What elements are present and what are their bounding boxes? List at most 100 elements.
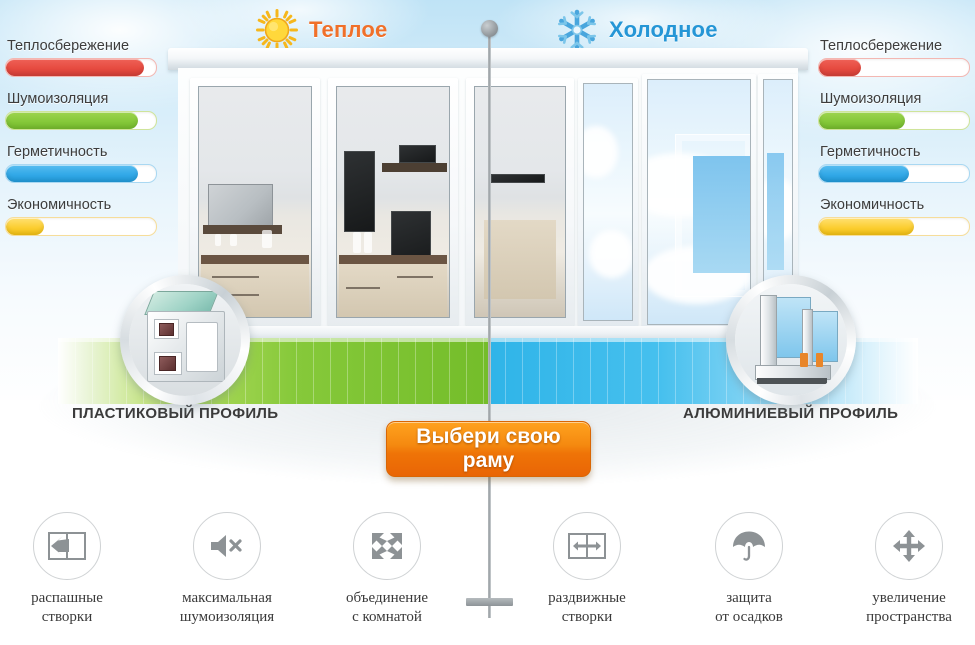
metric-bar-fill xyxy=(819,218,914,235)
steel-reinforcement xyxy=(158,322,175,337)
alu-glass-fixed xyxy=(583,83,633,321)
pvc-cross-section xyxy=(129,284,241,396)
four-way-arrows-icon xyxy=(875,512,943,580)
jar xyxy=(230,234,238,246)
header-cold-label: Холодное xyxy=(609,17,718,42)
pvc-profile-badge[interactable] xyxy=(120,275,250,405)
metric-bar-fill xyxy=(819,112,905,129)
header-warm-label: Теплое xyxy=(309,17,388,42)
metric-shumoizolyaciya: Шумоизоляция xyxy=(5,91,157,130)
casement-sash-icon xyxy=(33,512,101,580)
built-in-oven xyxy=(343,151,375,232)
metric-ekonomichnost: Экономичность xyxy=(818,197,970,236)
parapet-top-edge xyxy=(58,338,488,342)
gasket xyxy=(815,353,824,367)
metric-label: Герметичность xyxy=(820,144,921,160)
cabinet xyxy=(339,264,447,317)
sliding-sash-icon xyxy=(553,512,621,580)
metric-label: Экономичность xyxy=(7,197,112,213)
metric-germetichnost: Герметичность xyxy=(818,144,970,183)
track-rail xyxy=(757,378,827,384)
door-reflection xyxy=(674,133,750,297)
cabinet-handle xyxy=(212,275,260,278)
pvc-glass-2 xyxy=(336,86,450,318)
pvc-profile-section-icon xyxy=(129,284,241,396)
chamber xyxy=(185,321,219,373)
profile-bar xyxy=(759,295,778,372)
metrics-panel-plastic: Теплосбережение Шумоизоляция Герметичнос… xyxy=(5,38,157,250)
jar xyxy=(214,234,222,246)
metric-ekonomichnost: Экономичность xyxy=(5,197,157,236)
cta-line-1: Выбери свою xyxy=(416,425,561,448)
shelf xyxy=(381,162,447,173)
jar xyxy=(352,231,361,253)
aluminium-cross-section xyxy=(735,284,847,396)
metric-label: Шумоизоляция xyxy=(7,91,109,107)
metric-label: Герметичность xyxy=(7,144,108,160)
metric-bar xyxy=(5,111,157,130)
profile-title-plastic: ПЛАСТИКОВЫЙ ПРОФИЛЬ xyxy=(72,405,279,422)
pvc-sash-2 xyxy=(328,78,458,326)
metric-teplosberezhenie: Теплосбережение xyxy=(5,38,157,77)
jar xyxy=(261,229,272,248)
metric-label: Теплосбережение xyxy=(820,38,943,54)
header-warm: Теплое xyxy=(255,8,387,52)
comparison-divider-foot xyxy=(466,598,513,606)
alu-sash-fixed xyxy=(578,78,638,326)
pane-reflection xyxy=(692,155,750,273)
metric-bar-fill xyxy=(6,165,138,182)
pane-reflection xyxy=(766,153,785,271)
metric-label: Экономичность xyxy=(820,197,925,213)
metric-shumoizolyaciya: Шумоизоляция xyxy=(818,91,970,130)
parapet-top-edge xyxy=(488,338,918,342)
sun-icon xyxy=(255,8,299,52)
comparison-divider[interactable] xyxy=(488,22,491,618)
snowflake-icon xyxy=(555,8,599,52)
gasket xyxy=(799,353,808,367)
metric-bar xyxy=(818,58,970,77)
hood-lip xyxy=(203,225,282,235)
expand-arrows-icon xyxy=(353,512,421,580)
choose-frame-button[interactable]: Выбери свою раму xyxy=(386,421,591,477)
jar xyxy=(363,231,372,253)
pvc-chamber-body xyxy=(146,310,226,383)
cabinet-handle xyxy=(397,275,434,278)
metric-bar-fill xyxy=(6,59,144,76)
choose-frame-button-label: Выбери свою раму xyxy=(416,425,560,473)
mute-speaker-icon xyxy=(193,512,261,580)
aluminium-profile-badge[interactable] xyxy=(726,275,856,405)
steel-reinforcement xyxy=(158,355,176,372)
alu-sash-slide-1 xyxy=(642,74,756,330)
cloud xyxy=(588,230,632,278)
metric-bar xyxy=(818,164,970,183)
umbrella-icon xyxy=(715,512,783,580)
cloud xyxy=(584,126,618,179)
metric-bar xyxy=(5,217,157,236)
counter xyxy=(201,254,309,265)
metric-bar xyxy=(5,164,157,183)
microwave xyxy=(398,144,437,163)
cabinet xyxy=(484,220,556,299)
metric-bar xyxy=(818,111,970,130)
header-cold: Холодное xyxy=(555,8,718,52)
kitchen-reflection xyxy=(337,87,449,317)
metric-bar-fill xyxy=(6,112,138,129)
pvc-sash-3 xyxy=(466,78,574,326)
comparison-divider-knob[interactable] xyxy=(481,20,498,37)
metric-bar xyxy=(5,58,157,77)
metric-teplosberezhenie: Теплосбережение xyxy=(818,38,970,77)
cta-line-2: раму xyxy=(462,449,515,472)
metric-label: Теплосбережение xyxy=(7,38,130,54)
